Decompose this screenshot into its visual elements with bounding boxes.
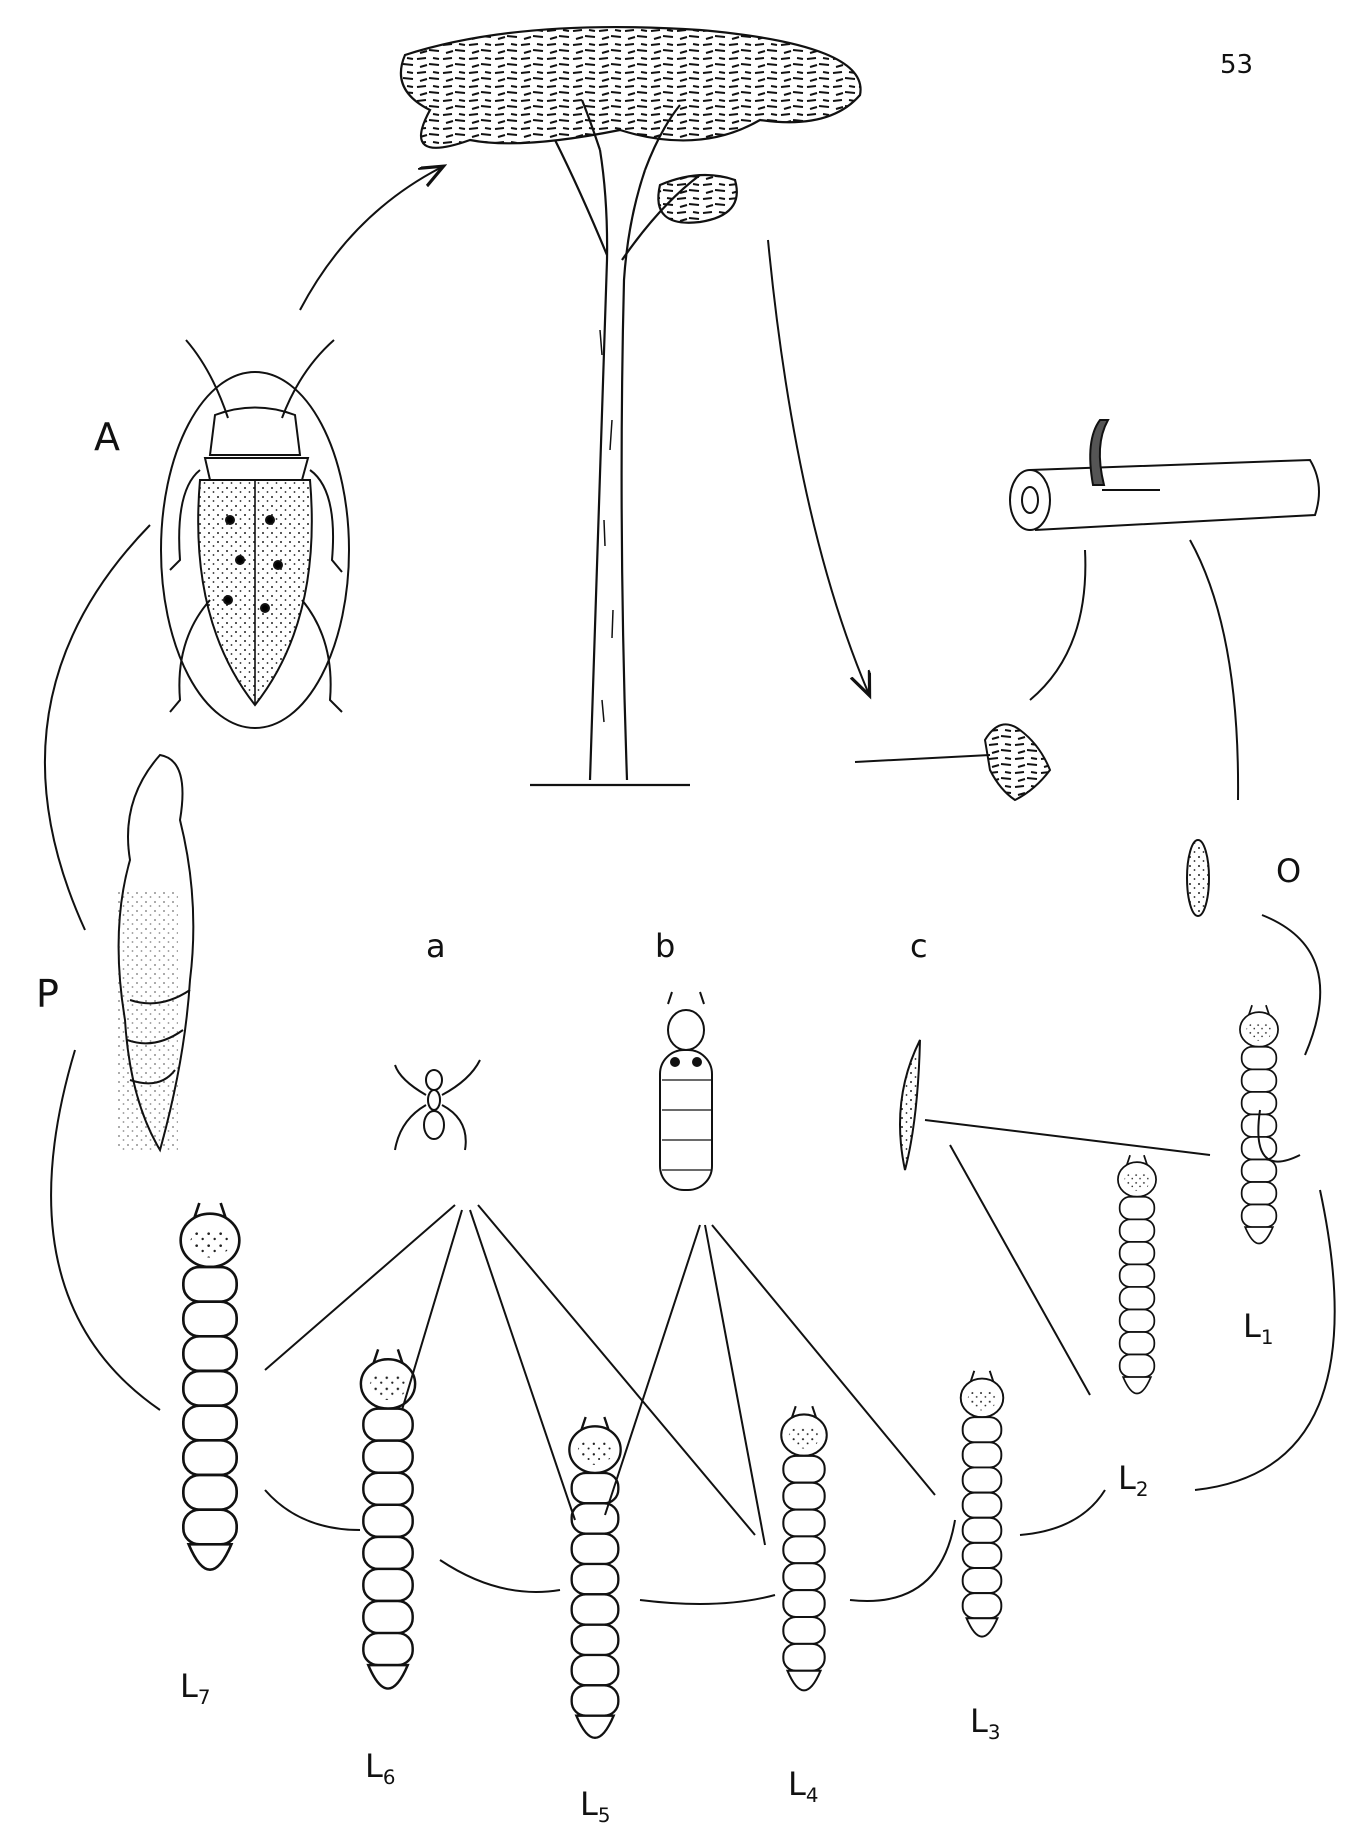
label-l6: L6 [365, 1750, 395, 1788]
enemy-c-parasitoid-icon [900, 1040, 920, 1170]
log-icon [1010, 420, 1319, 530]
enemy-b-larva-icon [660, 992, 712, 1190]
larva-l6-icon [361, 1349, 415, 1688]
label-l3: L3 [970, 1705, 1000, 1743]
label-pupa: P [36, 975, 59, 1013]
larva-l2-icon [1118, 1155, 1156, 1393]
label-egg: O [1276, 855, 1301, 887]
label-l7: L7 [180, 1670, 210, 1708]
arrow-adult-to-tree [300, 168, 440, 310]
larva-l3-icon [961, 1371, 1004, 1637]
label-enemy-a: a [426, 930, 446, 962]
pupa-icon [118, 755, 193, 1150]
label-l4: L4 [788, 1768, 818, 1806]
adult-beetle-icon [161, 340, 349, 728]
label-l1: L1 [1243, 1310, 1273, 1348]
egg-icon [1187, 840, 1209, 916]
enemy-a-ant-icon [395, 1060, 480, 1150]
label-adult: A [94, 418, 120, 456]
larva-l5-icon [569, 1417, 620, 1738]
pine-tree [401, 27, 861, 785]
label-enemy-c: c [910, 930, 928, 962]
arrow-tree-to-twig [768, 240, 868, 692]
page-number: 53 [1220, 52, 1253, 78]
label-enemy-b: b [655, 930, 675, 962]
larva-l7-icon [181, 1203, 240, 1570]
fallen-twig-icon [855, 724, 1050, 800]
larva-l4-icon [781, 1406, 826, 1690]
label-l2: L2 [1118, 1462, 1148, 1500]
label-l5: L5 [580, 1788, 610, 1826]
